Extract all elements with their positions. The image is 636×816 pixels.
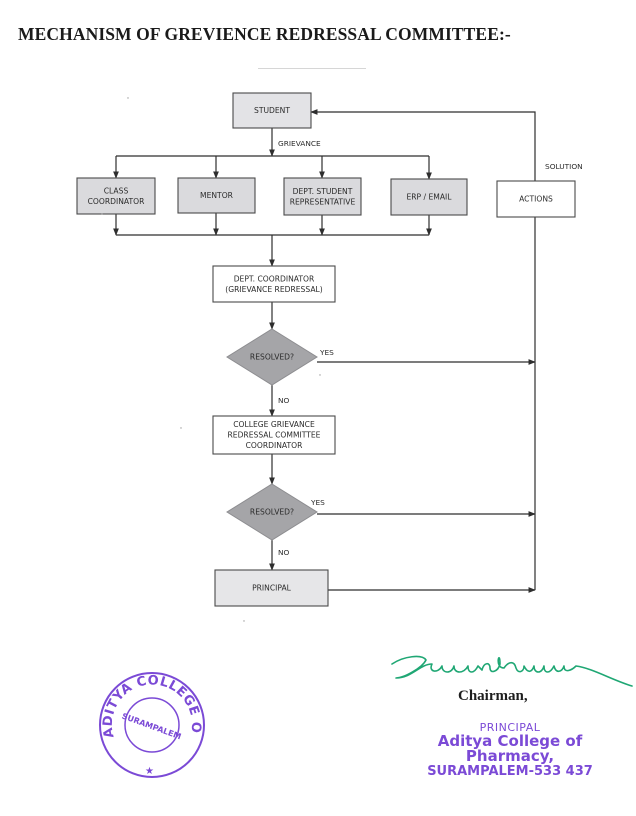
college-seal: ADITYA COLLEGE OF PHARMACY SURAMPALEM ★: [92, 667, 205, 778]
process-box: [76, 177, 156, 215]
node-label: REPRESENTATIVE: [290, 197, 356, 206]
node-label: COORDINATOR: [246, 441, 304, 450]
node-label: REDRESSAL COMMITTEE: [228, 431, 321, 440]
resolved-2-node: RESOLVED?: [226, 483, 318, 541]
node-label: CLASS: [104, 186, 129, 195]
edge-label-yes-1: YES: [319, 348, 334, 357]
process-box: [212, 265, 336, 303]
node-label: MENTOR: [200, 191, 234, 200]
process-box: [212, 415, 336, 455]
node-label: (GRIEVANCE REDRESSAL): [225, 285, 322, 294]
scan-speck: [239, 289, 241, 291]
process-box: [232, 92, 312, 129]
class-coordinator-node: CLASS COORDINATOR: [76, 177, 156, 215]
node-label: ACTIONS: [519, 195, 553, 204]
mentor-node: MENTOR: [177, 177, 256, 214]
node-label: DEPT. STUDENT: [293, 187, 353, 196]
seal-inner-ring: [124, 697, 180, 753]
edge-label-no-1: NO: [278, 396, 290, 405]
principal-node: PRINCIPAL: [214, 569, 329, 607]
erp-email-node: ERP / EMAIL: [390, 178, 468, 216]
seal-inner-text: SURAMPALEM: [121, 712, 183, 742]
actions-node: ACTIONS: [496, 180, 576, 218]
process-box: [177, 177, 256, 214]
decision-diamond: [226, 328, 318, 386]
edge-solution-to-student: [310, 109, 536, 181]
stamp-title: PRINCIPAL: [479, 721, 541, 734]
scan-speck: [319, 374, 321, 376]
grievance-flowchart: STUDENT CLASS COORDINATOR MENTOR DEPT. STUDE…: [76, 92, 583, 622]
stamp-college-name: Aditya College of Pharmacy,: [437, 731, 583, 766]
seal-star-icon: ★: [145, 766, 154, 777]
node-label: RESOLVED?: [250, 353, 294, 362]
node-label: RESOLVED?: [250, 508, 294, 517]
dept-coordinator-node: DEPT. COORDINATOR (GRIEVANCE REDRESSAL): [212, 265, 336, 303]
chairman-label: Chairman,: [458, 688, 528, 704]
edge-label-grievance: GRIEVANCE: [278, 139, 321, 148]
scan-speck: [101, 213, 103, 215]
node-label: COLLEGE GRIEVANCE: [233, 420, 315, 429]
chairman-signature: [391, 655, 633, 687]
process-box: [283, 177, 362, 216]
decision-diamond: [226, 483, 318, 541]
scan-speck: [180, 427, 182, 429]
node-label: PRINCIPAL: [252, 584, 292, 593]
scan-speck: [243, 620, 245, 622]
edge-label-no-2: NO: [278, 548, 290, 557]
student-node: STUDENT: [232, 92, 312, 129]
signature-stroke: [391, 655, 633, 687]
stamp-address: SURAMPALEM-533 437: [427, 764, 593, 780]
scan-speck: [127, 97, 129, 99]
node-label: STUDENT: [254, 106, 290, 115]
process-box: [496, 180, 576, 218]
edge-label-yes-2: YES: [310, 498, 325, 507]
edge-label-solution: SOLUTION: [545, 162, 583, 171]
faint-scan-line: [258, 68, 366, 69]
document-title: MECHANISM OF GREVIENCE REDRESSAL COMMITT…: [18, 24, 511, 44]
process-box: [390, 178, 468, 216]
node-label: ERP / EMAIL: [406, 193, 452, 202]
process-box: [214, 569, 329, 607]
node-label: COORDINATOR: [88, 197, 146, 206]
node-label: DEPT. COORDINATOR: [234, 274, 315, 283]
seal-outer-ring: [99, 672, 205, 778]
college-committee-node: COLLEGE GRIEVANCE REDRESSAL COMMITTEECOOR…: [212, 415, 336, 455]
resolved-1-node: RESOLVED?: [226, 328, 318, 386]
principal-stamp: PRINCIPAL Aditya College of Pharmacy, SU…: [395, 722, 625, 779]
